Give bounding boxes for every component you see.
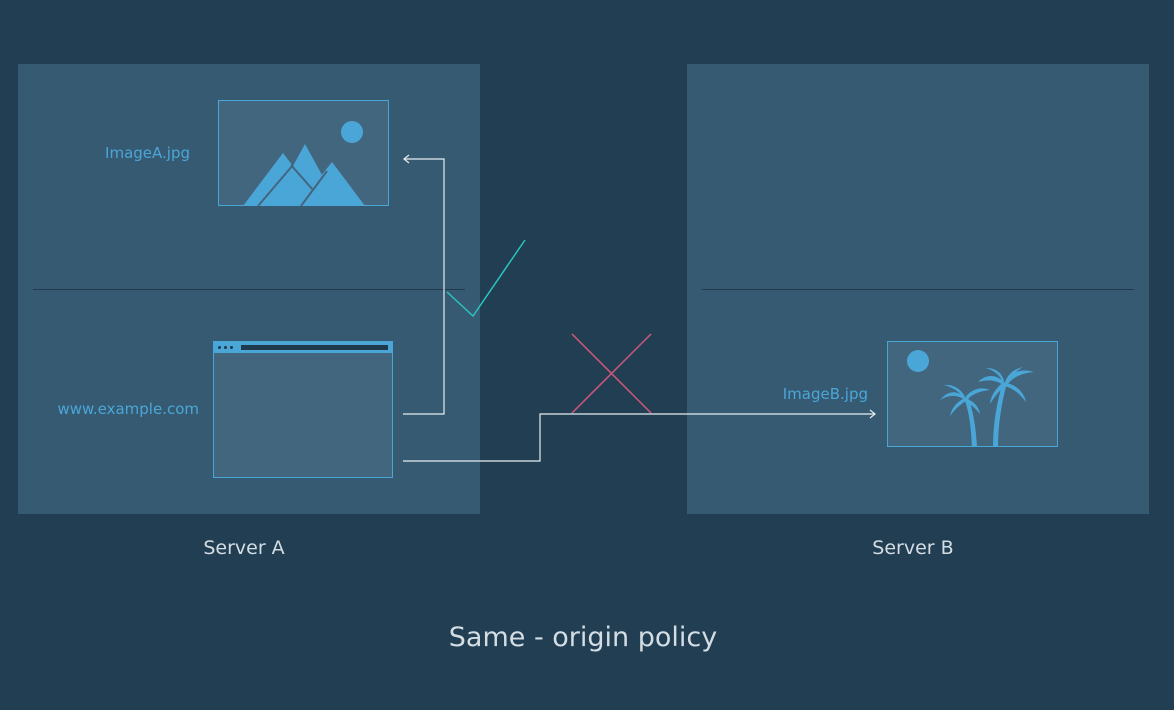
server-b-caption: Server B [872,537,954,559]
server-a-caption: Server A [203,537,285,559]
diagram-title: Same - origin policy [448,622,718,653]
palm-trees-sun-icon [907,350,1034,447]
blocked-request-arrow [403,409,876,462]
cross-icon [571,333,652,414]
window-dot-icon [230,346,233,349]
image-b-thumbnail [887,341,1058,447]
browser-url-label: www.example.com [57,400,199,418]
image-a-label: ImageA.jpg [105,144,190,162]
mountain-sun-icon [243,121,365,207]
browser-titlebar [214,342,392,353]
checkmark-icon [446,239,526,318]
window-dot-icon [218,346,221,349]
image-a-thumbnail [218,100,389,207]
window-dot-icon [224,346,227,349]
image-b-label: ImageB.jpg [782,385,868,403]
server-b-divider [702,289,1134,290]
allowed-request-arrow [403,154,445,415]
browser-window-icon [213,341,393,478]
browser-address-bar [241,345,388,350]
server-a-divider [33,289,465,290]
